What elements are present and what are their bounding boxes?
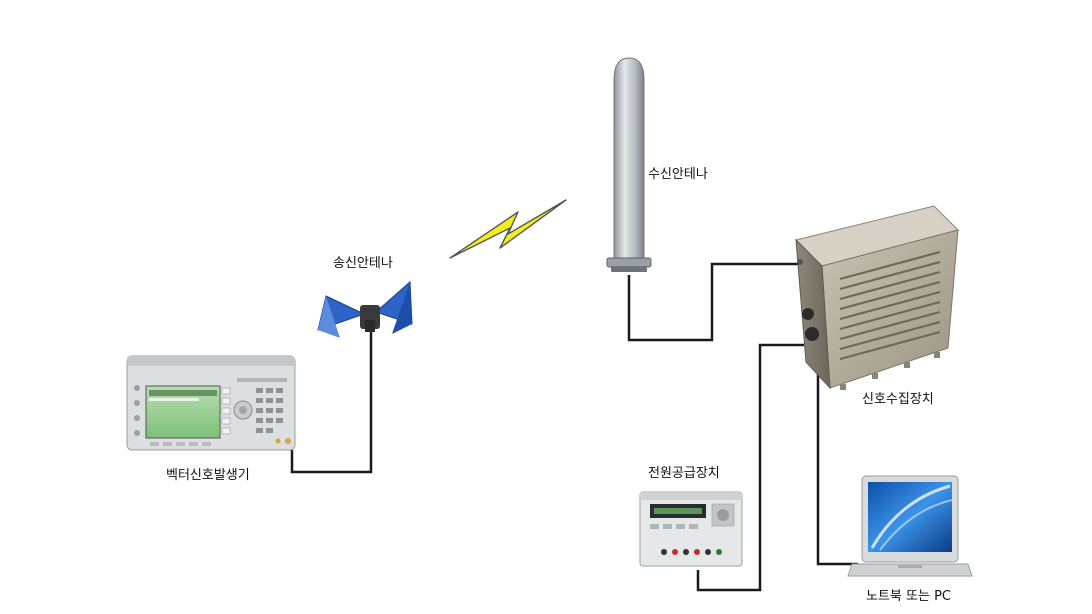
laptop-icon (847, 475, 973, 577)
laptop-label: 노트북 또는 PC (866, 589, 951, 604)
vector-signal-generator-icon (126, 355, 296, 451)
cable-power-to-collector (696, 343, 804, 592)
receiver-box-icon (795, 205, 959, 390)
signal-generator-label: 벡터신호발생기 (166, 468, 250, 483)
bowtie-antenna-icon (317, 280, 413, 338)
tx-antenna-label: 송신안테나 (333, 256, 393, 271)
power-supply-label: 전원공급장치 (648, 466, 720, 481)
signal-collector-label: 신호수집장치 (862, 392, 934, 407)
omni-antenna-icon (606, 57, 652, 272)
cable-rx-antenna-to-collector (627, 262, 800, 342)
rx-antenna-label: 수신안테나 (648, 167, 708, 182)
lightning-bolt-icon (449, 199, 567, 259)
cable-generator-to-tx-antenna (290, 330, 373, 474)
power-supply-icon (639, 491, 743, 567)
